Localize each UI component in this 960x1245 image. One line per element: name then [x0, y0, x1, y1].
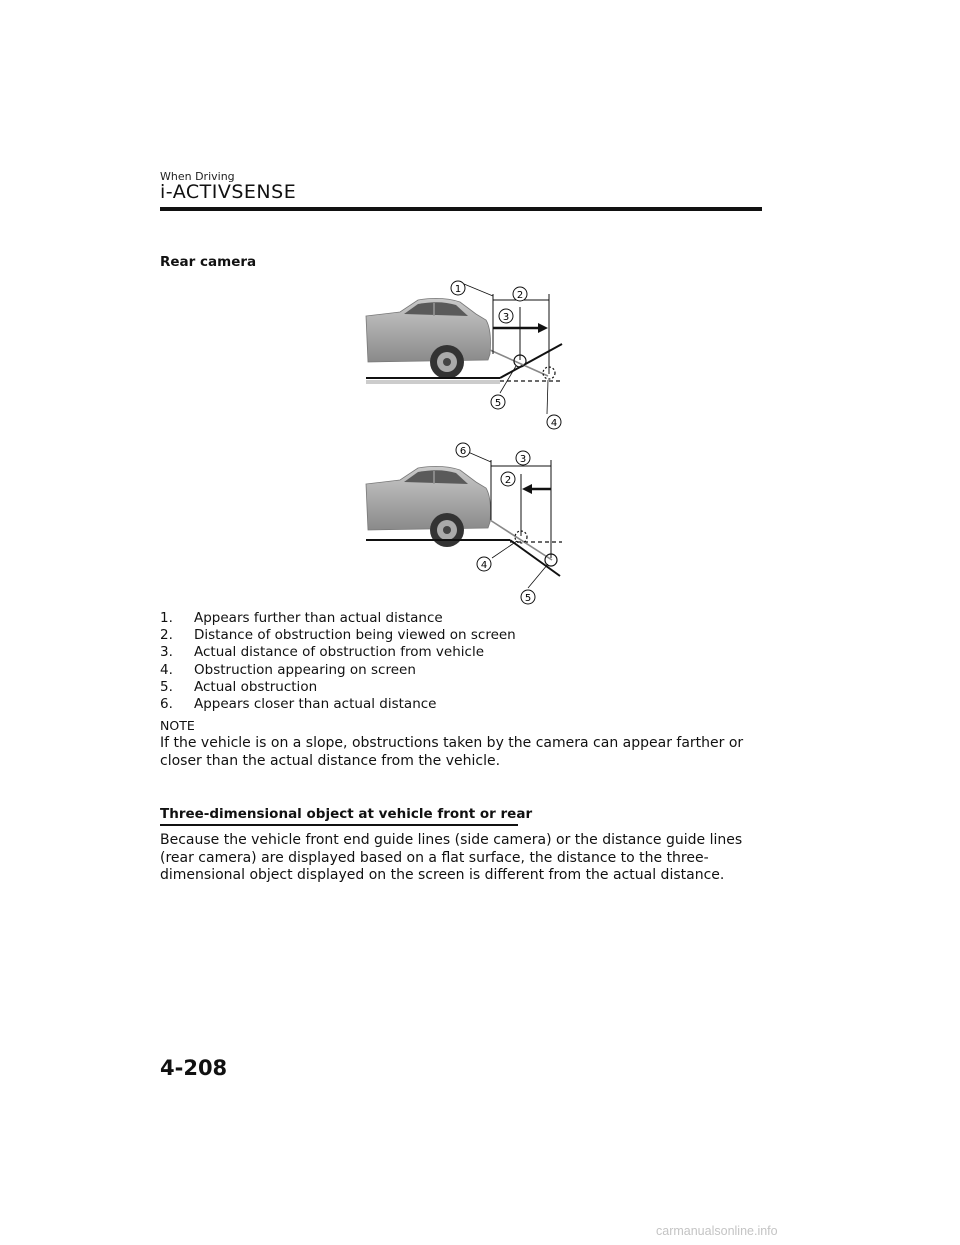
- leader-line: [546, 379, 549, 415]
- actual-obstruction-marker: [544, 553, 558, 567]
- rear-camera-heading: Rear camera: [160, 254, 257, 270]
- callout-marker: [498, 308, 514, 324]
- callout-label: 3: [520, 454, 526, 465]
- legend-text: Obstruction appearing on screen: [194, 661, 416, 678]
- callout-marker: [450, 280, 466, 296]
- page-number: 4-208: [160, 1056, 228, 1080]
- header-rule: [160, 207, 762, 211]
- slope-line: [499, 343, 563, 379]
- callout-marker: [490, 394, 506, 410]
- legend-text: Distance of obstruction being viewed on …: [194, 627, 516, 644]
- legend-item: 5. Actual obstruction: [160, 679, 516, 696]
- callout-marker: [546, 414, 562, 430]
- rear-camera-figure-upslope: 1 2 3 4 5: [365, 280, 563, 430]
- legend-number: 4.: [160, 661, 173, 678]
- callout-label: 6: [460, 446, 466, 457]
- legend-text: Appears closer than actual distance: [194, 696, 437, 713]
- three-d-heading: Three-dimensional object at vehicle fron…: [160, 806, 533, 822]
- three-d-heading-underline: [160, 824, 518, 826]
- header-section: When Driving: [160, 170, 235, 183]
- callout-label: 3: [503, 312, 509, 323]
- actual-obstruction-marker: [513, 354, 527, 368]
- rear-camera-figure-downslope: 6 3 2 4 5: [365, 442, 562, 605]
- note-text: If the vehicle is on a slope, obstructio…: [160, 735, 744, 769]
- leader-line: [527, 563, 549, 589]
- legend-text: Actual distance of obstruction from vehi…: [194, 644, 485, 661]
- callout-marker: [512, 286, 528, 302]
- ground-shadow: [366, 380, 500, 384]
- legend-number: 2.: [160, 627, 173, 644]
- figure-legend: 1. Appears further than actual distance 2…: [160, 610, 516, 713]
- car-illustration: [365, 466, 491, 547]
- callout-label: 1: [455, 284, 461, 295]
- screen-obstruction-marker: [542, 366, 556, 380]
- callout-label: 4: [481, 560, 487, 571]
- legend-item: 3. Actual distance of obstruction from ve…: [160, 644, 516, 661]
- callout-label: 2: [505, 475, 511, 486]
- leader-line: [491, 540, 518, 559]
- legend-number: 3.: [160, 644, 173, 661]
- watermark: carmanualsonline.info: [656, 1224, 778, 1238]
- legend-number: 6.: [160, 696, 173, 713]
- legend-item: 1. Appears further than actual distance: [160, 610, 516, 627]
- arrowhead: [538, 323, 548, 333]
- legend-item: 2. Distance of obstruction being viewed o…: [160, 627, 516, 644]
- callout-marker: [476, 556, 492, 572]
- camera-sightline: [489, 519, 553, 561]
- legend-item: 6. Appears closer than actual distance: [160, 696, 516, 713]
- callout-label: 5: [525, 593, 531, 604]
- callout-marker: [515, 450, 531, 466]
- callout-marker: [520, 589, 536, 605]
- callout-label: 5: [495, 398, 501, 409]
- leader-line: [499, 365, 517, 394]
- legend-item: 4. Obstruction appearing on screen: [160, 662, 516, 679]
- header-title: i-ACTIVSENSE: [160, 181, 297, 203]
- three-d-body: Because the vehicle front end guide line…: [160, 832, 743, 884]
- slope-line: [509, 539, 561, 577]
- legend-number: 5.: [160, 678, 173, 695]
- arrowhead: [522, 484, 532, 494]
- legend-text: Actual obstruction: [194, 678, 318, 695]
- note-label: NOTE: [160, 718, 195, 733]
- screen-obstruction-marker: [514, 530, 528, 544]
- legend-text: Appears further than actual distance: [194, 610, 443, 626]
- car-illustration: [365, 298, 491, 379]
- camera-sightline: [489, 349, 549, 377]
- callout-marker: [455, 442, 471, 458]
- callout-marker: [500, 471, 516, 487]
- callout-label: 4: [551, 418, 557, 429]
- leader-line: [463, 283, 494, 297]
- callout-label: 2: [517, 290, 523, 301]
- legend-number: 1.: [160, 610, 173, 626]
- leader-line: [467, 451, 492, 463]
